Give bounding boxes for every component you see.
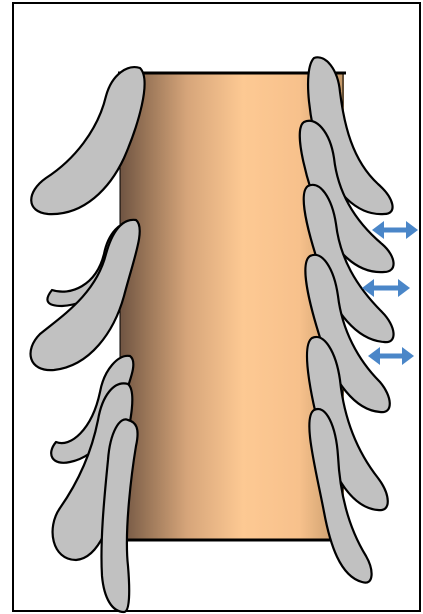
arrow-shaft [382, 228, 408, 233]
arrow-shaft [372, 286, 400, 291]
arrow-shaft [378, 354, 404, 359]
